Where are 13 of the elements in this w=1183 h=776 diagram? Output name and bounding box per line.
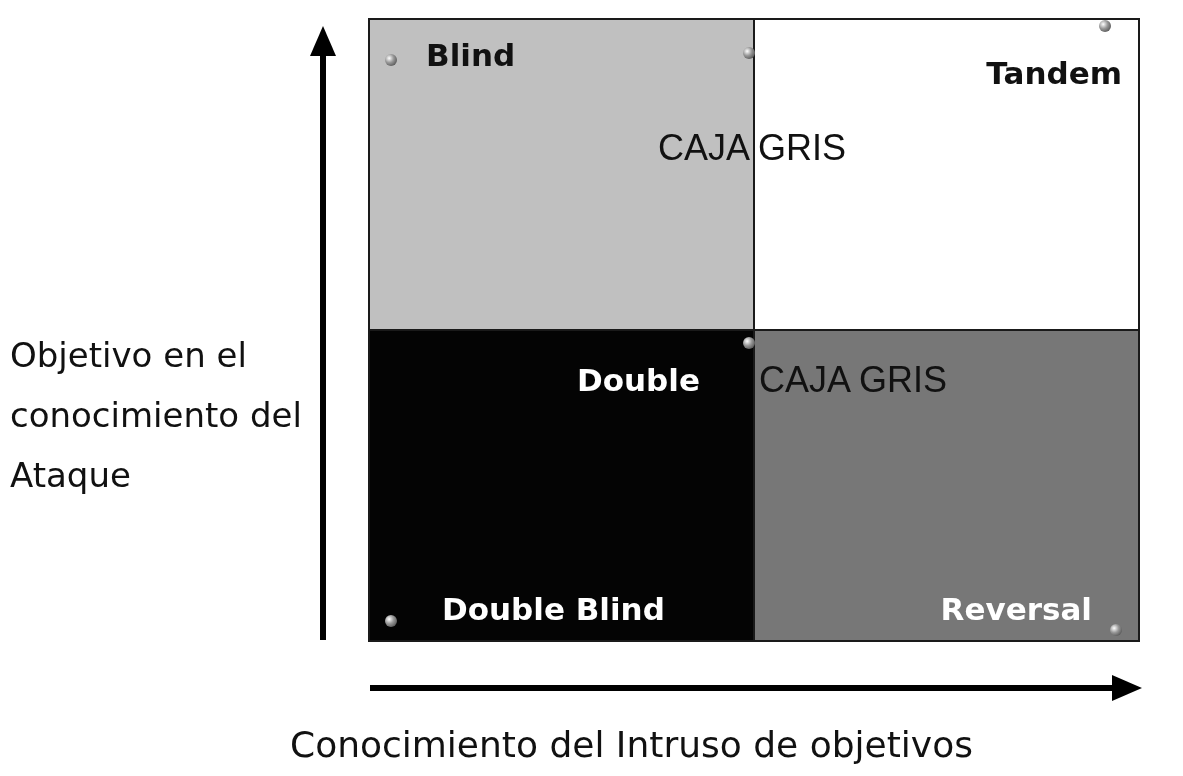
quadrant-label: Reversal — [940, 591, 1092, 626]
quadrant-label: Tandem — [986, 56, 1122, 91]
quadrant-label: Blind — [426, 38, 516, 73]
quadrant-label: Double — [577, 363, 700, 398]
quadrant-box — [753, 329, 1140, 642]
axis-title: Objetivo en el conocimiento del Ataque — [10, 334, 303, 497]
box-label: CAJA GRIS — [759, 360, 948, 400]
axis-title: Conocimiento del Intruso de objetivos — [290, 723, 974, 767]
quadrant-label: Double Blind — [442, 591, 665, 626]
quadrant-box — [753, 18, 1140, 331]
quadrant-box — [368, 329, 755, 642]
box-label: CAJA GRIS — [658, 128, 847, 168]
quadrant-box — [368, 18, 755, 331]
